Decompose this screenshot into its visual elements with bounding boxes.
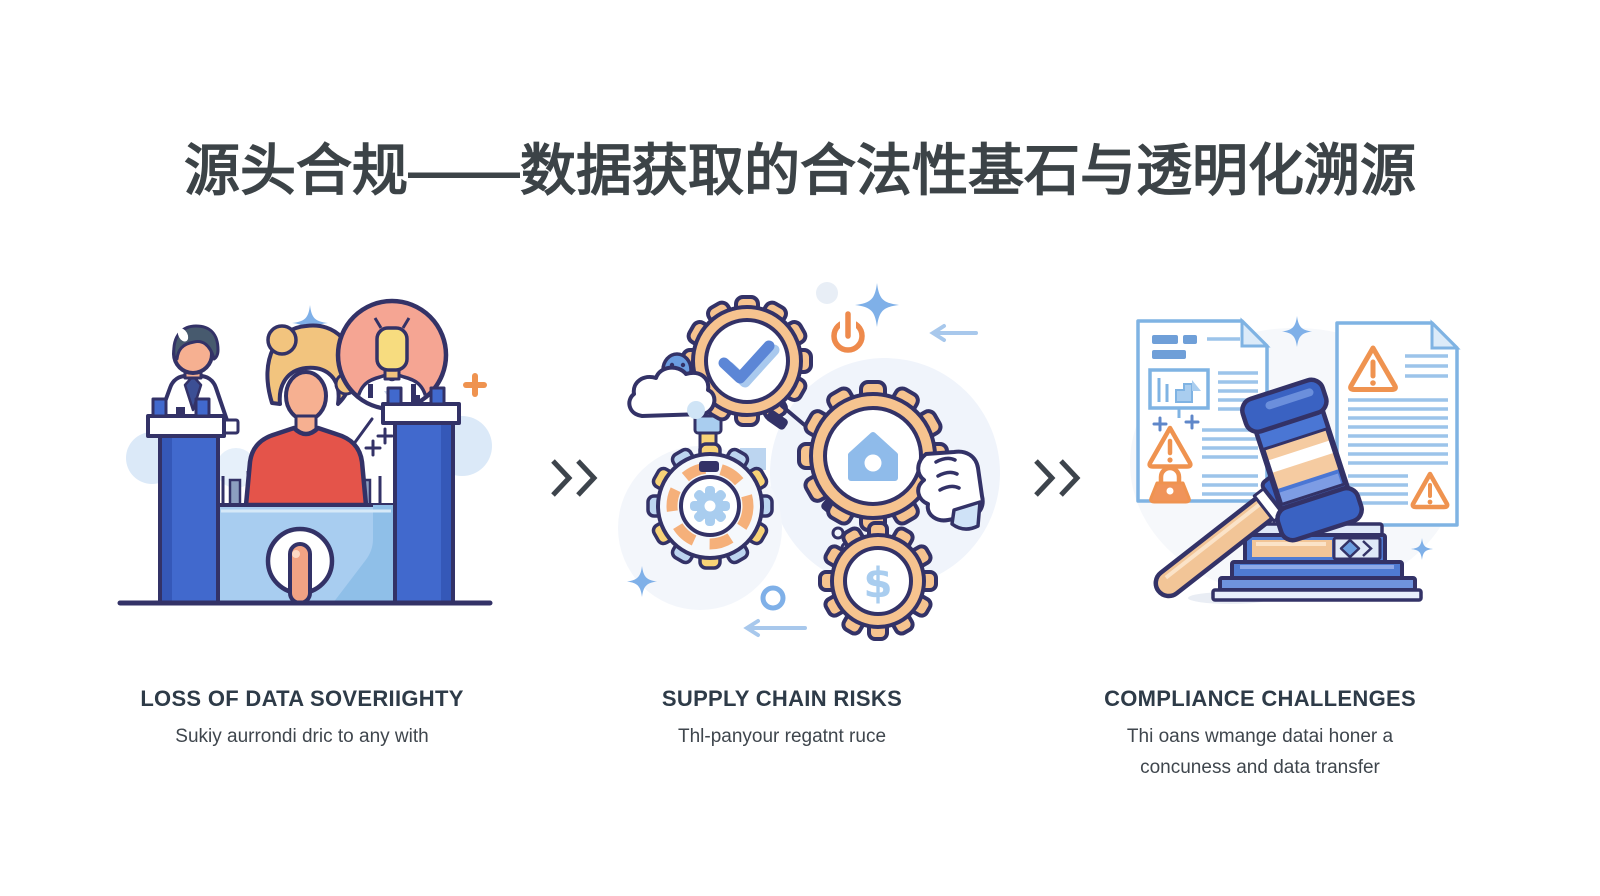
ring-icon <box>760 585 786 611</box>
arrow-left-icon <box>743 619 807 637</box>
dollar-glyph: $ <box>863 559 892 608</box>
background-blob <box>216 448 256 488</box>
sparkle-icon <box>855 283 899 327</box>
castle-wall <box>215 503 397 605</box>
text-lines <box>1348 354 1448 505</box>
section-heading: LOSS OF DATA SOVERIIGHTY <box>140 686 464 711</box>
section-caption-data-sovereignty: LOSS OF DATA SOVERIIGHTY Sukiy aurrondi … <box>112 686 492 752</box>
gear-cog-icon <box>646 442 774 570</box>
warning-triangle-icon <box>1410 471 1450 510</box>
power-icon <box>831 311 865 353</box>
sparkle-icon <box>1411 538 1433 560</box>
section-caption-compliance: COMPLIANCE CHALLENGES Thi oans wmange da… <box>1070 686 1450 783</box>
data-sovereignty-illustration <box>117 298 493 606</box>
castle-tower-right <box>381 386 461 605</box>
section-heading: SUPPLY CHAIN RISKS <box>661 686 903 711</box>
section-subtitle: Thl-panyour regatnt ruce <box>677 726 887 747</box>
person-center-icon <box>243 323 369 508</box>
chart-thumbnail-icon <box>1148 368 1210 432</box>
gear-check-icon <box>681 295 813 427</box>
hand-icon <box>916 449 985 531</box>
background-dot <box>816 282 838 304</box>
compliance-illustration <box>1130 316 1461 604</box>
sparkle-icon <box>627 566 657 597</box>
arrow-left-icon <box>929 324 978 342</box>
supply-chain-illustration: $ <box>618 282 1000 641</box>
lock-icon <box>1149 465 1191 504</box>
section-subtitle: Sukiy aurrondi dric to any with <box>175 726 429 747</box>
section-caption-supply-chain: SUPPLY CHAIN RISKS Thl-panyour regatnt r… <box>592 686 972 752</box>
double-chevron-icon <box>551 459 598 497</box>
warning-triangle-icon <box>1348 345 1398 392</box>
cloud-icon <box>627 352 717 419</box>
plus-sparkle-icon <box>364 427 394 457</box>
check-mark <box>718 340 775 384</box>
double-chevron-icon <box>1034 459 1081 497</box>
section-subtitle: Thi oans wmange datai honer a concuness … <box>1126 726 1394 778</box>
castle-tower-left <box>146 397 226 605</box>
section-heading: COMPLIANCE CHALLENGES <box>1104 686 1416 711</box>
document-icon <box>1136 317 1271 504</box>
plus-icon <box>463 373 487 397</box>
mini-gear-glyph <box>690 486 730 526</box>
gear-house-icon <box>797 380 949 532</box>
document-icon <box>1335 319 1461 527</box>
emblem-panel <box>1332 536 1382 561</box>
keyhole-icon <box>265 526 335 605</box>
sparkle-icon <box>292 305 328 341</box>
gear-dollar-icon: $ <box>818 521 938 641</box>
page-title: 源头合规——数据获取的合法性基石与透明化溯源 <box>184 139 1416 202</box>
sparkle-icon <box>1282 316 1312 347</box>
pipe-cap <box>693 414 723 435</box>
gavel-head-icon <box>1240 377 1364 543</box>
